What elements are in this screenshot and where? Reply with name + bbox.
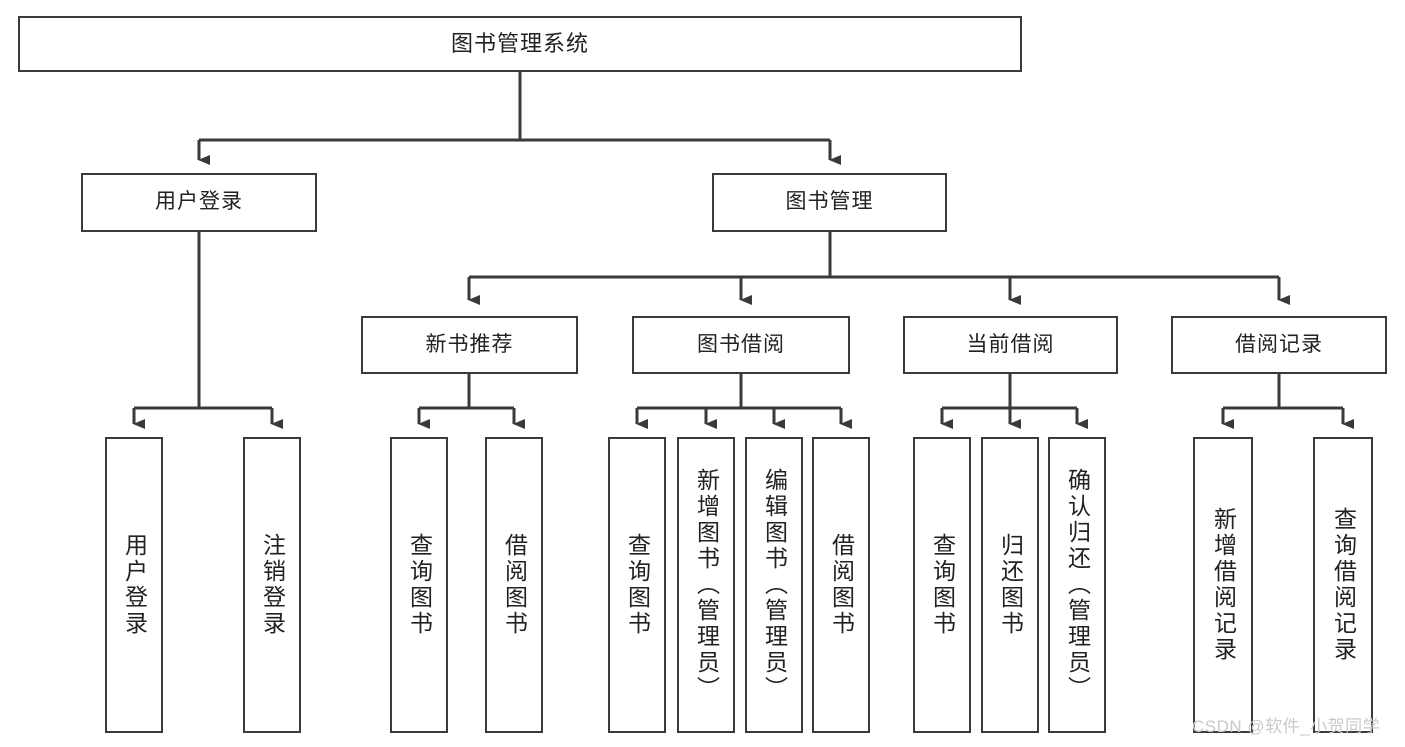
node-root[interactable]: 图书管理系统 [18,16,1022,72]
leaf-borrow-book-recommend[interactable]: 借阅图书 [485,437,543,733]
leaf-add-book-admin[interactable]: 新增图书（管理员） [677,437,735,733]
leaf-add-borrow-record-label: 新增借阅记录 [1210,507,1237,663]
node-borrow-record-label: 借阅记录 [1235,332,1323,356]
leaf-return-book-label: 归还图书 [997,533,1024,637]
node-borrow-record[interactable]: 借阅记录 [1171,316,1387,374]
leaf-borrow-book-recommend-label: 借阅图书 [501,533,528,637]
leaf-user-login[interactable]: 用户登录 [105,437,163,733]
leaf-edit-book-admin-label: 编辑图书（管理员） [761,468,788,702]
node-book-borrow-label: 图书借阅 [697,332,785,356]
node-current-borrow[interactable]: 当前借阅 [903,316,1118,374]
node-book-management[interactable]: 图书管理 [712,173,947,232]
node-user-login[interactable]: 用户登录 [81,173,317,232]
node-user-login-label: 用户登录 [155,190,243,214]
node-book-management-label: 图书管理 [785,190,874,214]
node-root-label: 图书管理系统 [450,31,589,57]
leaf-confirm-return-admin[interactable]: 确认归还（管理员） [1048,437,1106,733]
node-new-book-recommend[interactable]: 新书推荐 [361,316,578,374]
leaf-return-book[interactable]: 归还图书 [981,437,1039,733]
leaf-borrow-book[interactable]: 借阅图书 [812,437,870,733]
node-current-borrow-label: 当前借阅 [966,332,1055,356]
leaf-add-book-admin-label: 新增图书（管理员） [693,468,720,702]
leaf-query-borrow-record-label: 查询借阅记录 [1330,507,1357,663]
leaf-user-login-label: 用户登录 [121,533,148,637]
node-new-book-recommend-label: 新书推荐 [425,332,514,356]
leaf-query-book-borrow-label: 查询图书 [624,533,651,637]
leaf-query-book-current[interactable]: 查询图书 [913,437,971,733]
leaf-query-book-recommend-label: 查询图书 [406,533,433,637]
leaf-query-book-current-label: 查询图书 [929,533,956,637]
leaf-borrow-book-label: 借阅图书 [828,533,855,637]
leaf-edit-book-admin[interactable]: 编辑图书（管理员） [745,437,803,733]
leaf-add-borrow-record[interactable]: 新增借阅记录 [1193,437,1253,733]
leaf-query-borrow-record[interactable]: 查询借阅记录 [1313,437,1373,733]
node-book-borrow[interactable]: 图书借阅 [632,316,850,374]
leaf-logout-label: 注销登录 [259,533,286,637]
leaf-confirm-return-admin-label: 确认归还（管理员） [1064,468,1091,702]
watermark: CSDN @软件_小贺同学 [1192,717,1381,736]
leaf-query-book-borrow[interactable]: 查询图书 [608,437,666,733]
leaf-query-book-recommend[interactable]: 查询图书 [390,437,448,733]
leaf-logout[interactable]: 注销登录 [243,437,301,733]
